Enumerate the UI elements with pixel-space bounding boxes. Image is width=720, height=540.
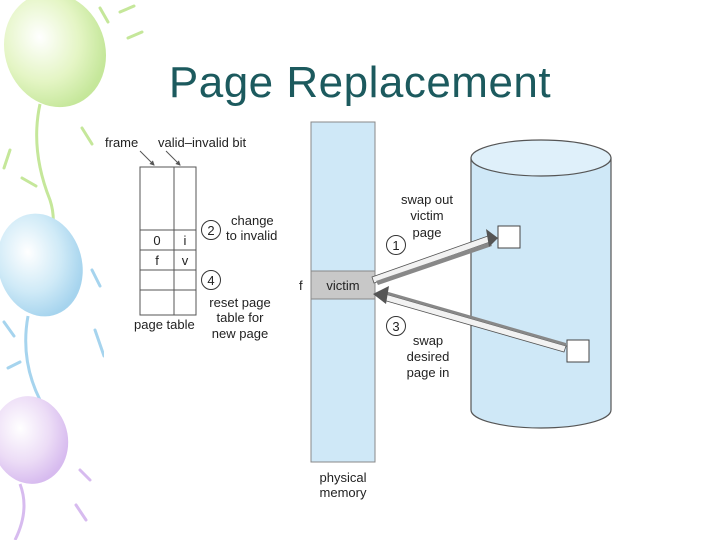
- step-4-circle: [201, 270, 221, 290]
- step-2-line-2: to invalid: [226, 228, 277, 243]
- step-1-line-1: swap out: [401, 192, 453, 207]
- step-4-line-3: new page: [212, 326, 268, 341]
- victim-label: victim: [326, 278, 359, 293]
- blue-balloon-icon: [0, 213, 83, 317]
- step-3-circle: [386, 316, 406, 336]
- page-table-bit-1: v: [182, 253, 189, 268]
- physical-memory-label-1: physical: [320, 470, 367, 485]
- step-4-line-2: table for: [217, 310, 265, 325]
- disk-desired-page: [566, 339, 590, 363]
- step-3-line-3: page in: [407, 365, 450, 380]
- step-3-number: 3: [392, 319, 399, 334]
- swap-out-arrow: [371, 229, 498, 285]
- page-table-frame-0: 0: [153, 233, 160, 248]
- page-table-bit-0: i: [184, 233, 187, 248]
- step-4-line-1: reset page: [209, 295, 270, 310]
- disk-cylinder: [470, 139, 612, 429]
- step-3-line-1: swap: [413, 333, 443, 348]
- step-2-line-1: change: [231, 213, 274, 228]
- frame-pointer: [139, 150, 155, 166]
- purple-balloon-icon: [0, 396, 69, 484]
- title-text: Page Replacement: [168, 58, 552, 107]
- valid-invalid-bit-label: valid–invalid bit: [158, 135, 247, 150]
- bit-pointer: [165, 150, 181, 166]
- page-table-frame-1: f: [155, 253, 159, 268]
- step-1-circle: [386, 235, 406, 255]
- step-2-circle: [201, 220, 221, 240]
- step-1-line-2: victim: [410, 208, 443, 223]
- slide-title: Page Replacement: [0, 58, 720, 108]
- page-table-label: page table: [134, 317, 195, 332]
- f-marker: f: [299, 278, 303, 293]
- swap-in-arrow: [373, 286, 567, 353]
- physical-memory-label-2: memory: [320, 485, 367, 500]
- step-4-number: 4: [207, 273, 214, 288]
- frame-label: frame: [105, 135, 138, 150]
- step-3-line-2: desired: [407, 349, 450, 364]
- step-1-line-3: page: [413, 225, 442, 240]
- step-1-number: 1: [392, 238, 399, 253]
- step-2-number: 2: [207, 223, 214, 238]
- victim-frame: [310, 270, 376, 300]
- disk-victim-page: [497, 225, 521, 249]
- green-balloon-icon: [3, 0, 107, 108]
- page-table: [139, 166, 197, 316]
